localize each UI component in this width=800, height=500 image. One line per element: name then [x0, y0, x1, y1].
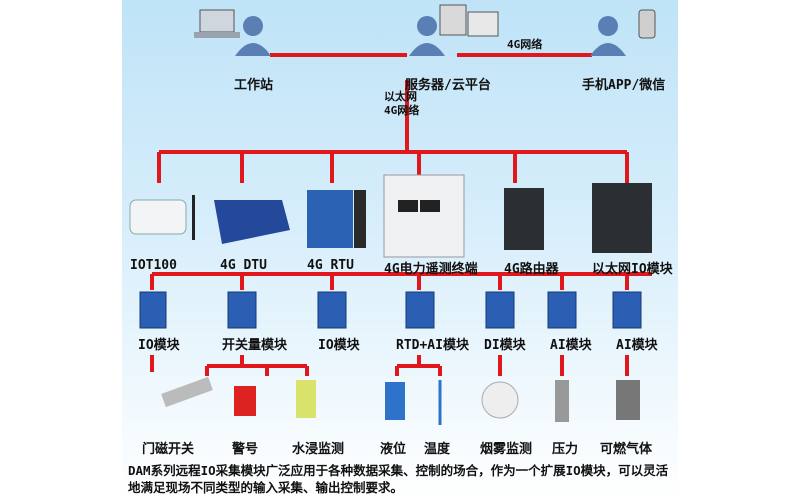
module-label-1: 开关量模块	[222, 338, 288, 353]
sensor-icons	[161, 376, 640, 425]
device-iot100	[129, 199, 187, 235]
sensor-label-3: 液位	[380, 442, 407, 457]
person-icons	[235, 16, 626, 56]
device-4g-dtu	[192, 195, 290, 244]
device-ethernet-io	[592, 183, 652, 253]
module-label-2: IO模块	[318, 338, 360, 353]
sensor-label-2: 水浸监测	[292, 442, 345, 457]
sensor-label-5: 烟雾监测	[480, 442, 533, 457]
device-power-terminal	[383, 174, 465, 258]
server-label: 服务器/云平台	[405, 78, 491, 93]
server-icon	[439, 4, 499, 37]
device-4g-router	[504, 188, 544, 250]
network-diagram: 工作站 服务器/云平台 手机APP/微信 4G网络 以太网 4G网络 IOT10…	[122, 0, 678, 500]
module-label-6: AI模块	[616, 338, 658, 353]
device-label-0: IOT100	[130, 258, 177, 273]
module-label-0: IO模块	[138, 338, 180, 353]
link-4g-label: 4G网络	[507, 38, 543, 51]
device-label-5: 以太网IO模块	[592, 262, 673, 277]
device-label-2: 4G RTU	[307, 258, 354, 273]
phone-icon	[638, 9, 656, 39]
device-label-4: 4G路由器	[504, 262, 559, 277]
description-text: DAM系列远程IO采集模块广泛应用于各种数据采集、控制的场合，作为一个扩展IO模…	[128, 463, 669, 495]
module-label-3: RTD+AI模块	[396, 338, 469, 353]
module-label-5: AI模块	[550, 338, 592, 353]
io-module-boxes	[139, 291, 642, 329]
sensor-label-0: 门磁开关	[142, 442, 195, 457]
module-label-4: DI模块	[484, 338, 526, 353]
device-label-3: 4G电力遥测终端	[384, 262, 478, 277]
device-4g-rtu	[307, 190, 366, 248]
sensor-label-1: 警号	[232, 442, 259, 457]
workstation-label: 工作站	[234, 78, 274, 93]
sensor-label-4: 温度	[424, 442, 451, 457]
diagram-lines	[129, 4, 656, 425]
vertical-link-label: 以太网 4G网络	[384, 90, 420, 117]
sensor-label-7: 可燃气体	[600, 442, 653, 457]
laptop-icon	[194, 9, 240, 38]
sensor-label-6: 压力	[552, 442, 579, 457]
phone-label: 手机APP/微信	[582, 78, 666, 93]
device-label-1: 4G DTU	[220, 258, 267, 273]
